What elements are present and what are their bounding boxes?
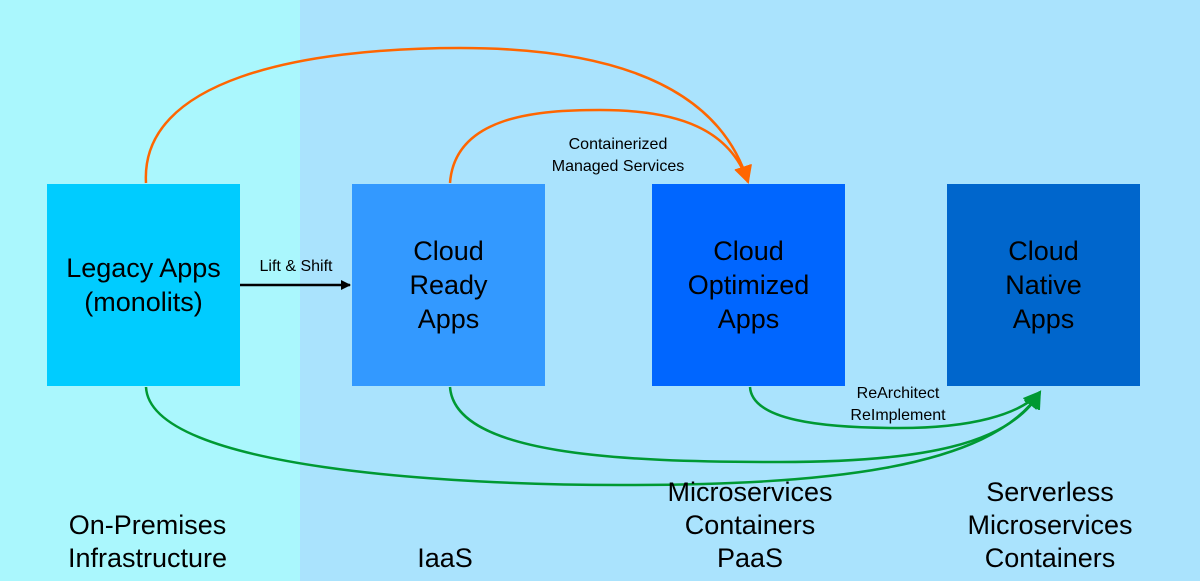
legacy-apps-box: Legacy Apps (monolits) bbox=[47, 184, 240, 386]
ready-to-optimized-arrow bbox=[448, 108, 752, 184]
ready-to-native-arrow bbox=[448, 386, 1042, 464]
cloud-native-apps-box: Cloud Native Apps bbox=[947, 184, 1140, 386]
serverless-label: Serverless Microservices Containers bbox=[967, 477, 1133, 573]
paas-label: Microservices Containers PaaS bbox=[667, 477, 833, 573]
optimized-to-native-arrow bbox=[748, 386, 1042, 430]
rearchitect-label: ReArchitect ReImplement bbox=[850, 385, 946, 424]
cloud-optimized-apps-box: Cloud Optimized Apps bbox=[652, 184, 845, 386]
legacy-to-native-arrow bbox=[144, 386, 1042, 487]
cloud-ready-apps-box: Cloud Ready Apps bbox=[352, 184, 545, 386]
lift-shift-label: Lift & Shift bbox=[259, 258, 333, 275]
legacy-to-optimized-arrow bbox=[144, 46, 752, 184]
iaas-label: IaaS bbox=[417, 543, 473, 573]
containerized-label: Containerized Managed Services bbox=[551, 136, 685, 175]
on-premises-label: On-Premises Infrastructure bbox=[67, 510, 228, 573]
